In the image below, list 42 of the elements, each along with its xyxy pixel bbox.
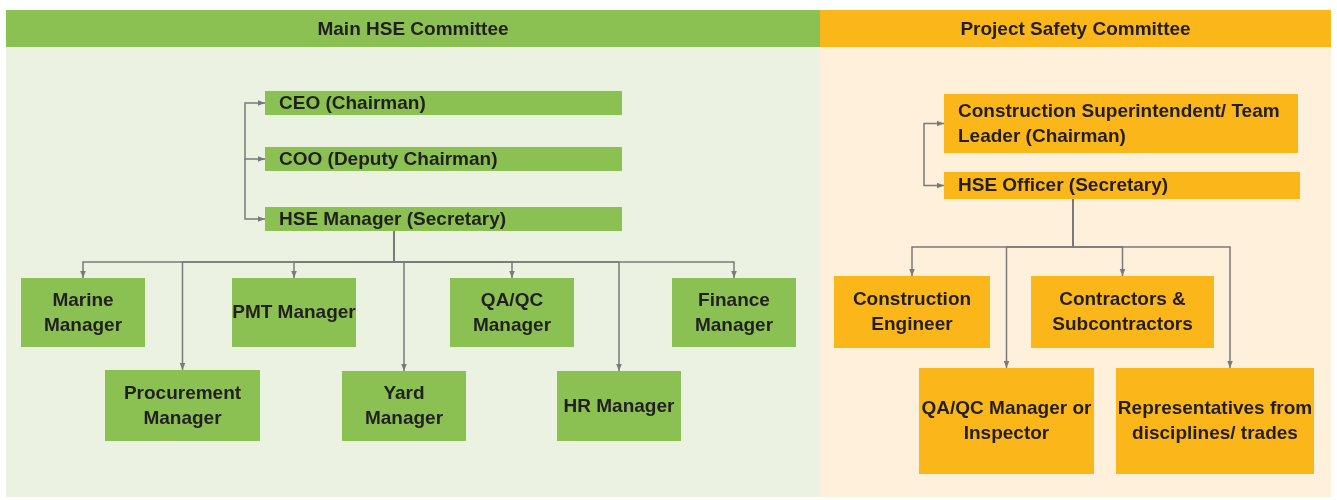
role-box: [265, 91, 622, 115]
role-label: Marine Manager: [42, 287, 124, 337]
role-label: HSE Manager (Secretary): [279, 206, 507, 231]
connector-arrow: [1072, 198, 1233, 369]
role-label: Yard Manager: [363, 381, 445, 430]
role-label: Representatives from disciplines/ trades: [1116, 396, 1314, 445]
role-box: [265, 207, 622, 231]
role-label: PMT Manager: [232, 300, 356, 325]
role-label: QA/QC Manager or Inspector: [920, 396, 1093, 445]
connector-arrow: [923, 154, 945, 189]
committee-panel: [820, 10, 1331, 497]
connector-arrow: [244, 156, 266, 162]
role-label: Construction Superintendent/ Team Leader (Chairman): [958, 98, 1281, 148]
panel-heading: Project Safety Committee: [820, 10, 1331, 47]
committee-panel: [6, 10, 820, 497]
role-box: [834, 276, 990, 348]
role-box: [450, 278, 574, 347]
role-label: Contractors & Subcontractors: [1051, 287, 1194, 336]
role-label: QA/QC Manager: [471, 287, 553, 337]
role-box: [919, 368, 1094, 474]
role-label: HSE Officer (Secretary): [958, 173, 1169, 198]
role-label: COO (Deputy Chairman): [279, 146, 498, 171]
role-box: [232, 278, 356, 347]
role-box: [265, 147, 622, 171]
role-label: HR Manager: [563, 393, 675, 418]
role-label: Finance Manager: [693, 287, 775, 337]
panel-heading: Main HSE Committee: [6, 10, 820, 47]
role-label: Construction Engineer: [851, 287, 973, 336]
role-label: Procurement Manager: [122, 380, 243, 430]
role-box: [944, 94, 1298, 153]
role-box: [944, 172, 1300, 199]
role-box: [1116, 368, 1314, 474]
connector-arrow: [923, 120, 945, 156]
role-label: CEO (Chairman): [279, 90, 426, 115]
role-box: [557, 371, 681, 441]
role-box: [342, 371, 466, 441]
role-box: [1031, 276, 1214, 348]
role-box: [21, 278, 145, 347]
role-box: [672, 278, 796, 347]
role-box: [105, 370, 260, 441]
connector-arrow: [244, 159, 266, 222]
connector-arrow: [244, 100, 266, 161]
